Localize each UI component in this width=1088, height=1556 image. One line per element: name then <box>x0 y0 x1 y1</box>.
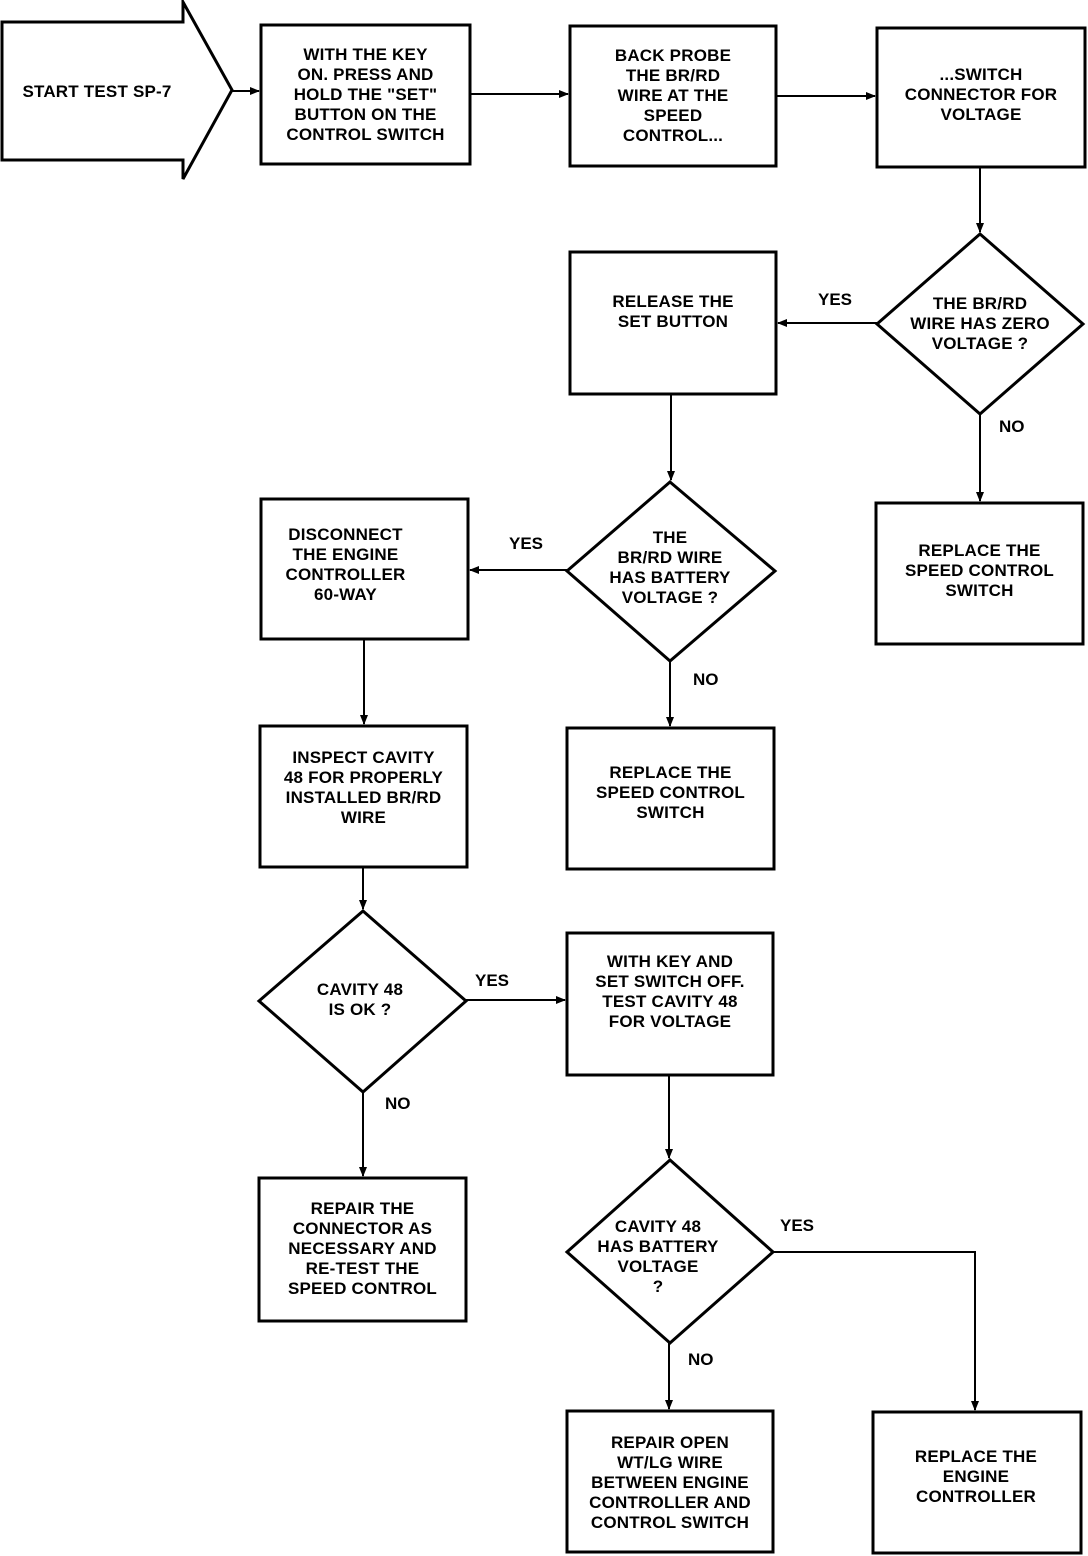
edge-label-yes-qzero: YES <box>818 290 853 309</box>
disconnect-label: DISCONNECT THE ENGINE CONTROLLER 60-WAY <box>285 525 406 604</box>
edge-label-yes-qcavity: YES <box>475 971 510 990</box>
test-cavity-label: WITH KEY AND SET SWITCH OFF. TEST CAVITY… <box>595 952 745 1031</box>
q-zero-label: THE BR/RD WIRE HAS ZERO VOLTAGE ? <box>910 294 1050 353</box>
edge-label-yes-qbattery: YES <box>509 534 544 553</box>
q-cavity-ok-label: CAVITY 48 IS OK ? <box>316 980 404 1019</box>
edge-label-yes-qbatt: YES <box>780 1216 815 1235</box>
box-repair-wire <box>565 1409 775 1554</box>
start-label: START TEST SP-7 <box>22 82 172 101</box>
edge-label-no-qzero: NO <box>999 417 1025 436</box>
box-replace-switch-1 <box>874 501 1085 646</box>
repair-wire-label: REPAIR OPEN WT/LG WIRE BETWEEN ENGINE CO… <box>589 1433 751 1532</box>
repair-connector-label: REPAIR THE CONNECTOR AS NECESSARY AND RE… <box>287 1199 437 1298</box>
box-release <box>568 250 778 396</box>
step2-label: BACK PROBE THE BR/RD WIRE AT THE SPEED C… <box>614 46 732 145</box>
start-shape <box>0 0 234 180</box>
box-replace-switch-2 <box>565 726 776 871</box>
step3-label: ...SWITCH CONNECTOR FOR VOLTAGE <box>904 65 1058 124</box>
edge-label-no-qbattery: NO <box>693 670 719 689</box>
connector-qbatt-replacecontroller <box>773 1251 979 1411</box>
step1-label: WITH THE KEY ON. PRESS AND HOLD THE "SET… <box>286 44 445 144</box>
inspect-label: INSPECT CAVITY 48 FOR PROPERLY INSTALLED… <box>283 748 444 827</box>
replace-switch-1-label: REPLACE THE SPEED CONTROL SWITCH <box>904 541 1054 600</box>
q-cavity-batt-label: CAVITY 48 HAS BATTERY VOLTAGE ? <box>597 1217 719 1296</box>
edge-label-no-qbatt: NO <box>688 1350 714 1369</box>
release-label: RELEASE THE SET BUTTON <box>612 292 734 331</box>
replace-switch-2-label: REPLACE THE SPEED CONTROL SWITCH <box>595 763 745 822</box>
box-replace-controller <box>871 1410 1083 1555</box>
edge-label-no-qcavity: NO <box>385 1094 411 1113</box>
box-repair-connector <box>257 1176 468 1323</box>
replace-controller-label: REPLACE THE ENGINE CONTROLLER <box>914 1447 1038 1506</box>
q-battery-label: THE BR/RD WIRE HAS BATTERY VOLTAGE ? <box>609 528 731 607</box>
